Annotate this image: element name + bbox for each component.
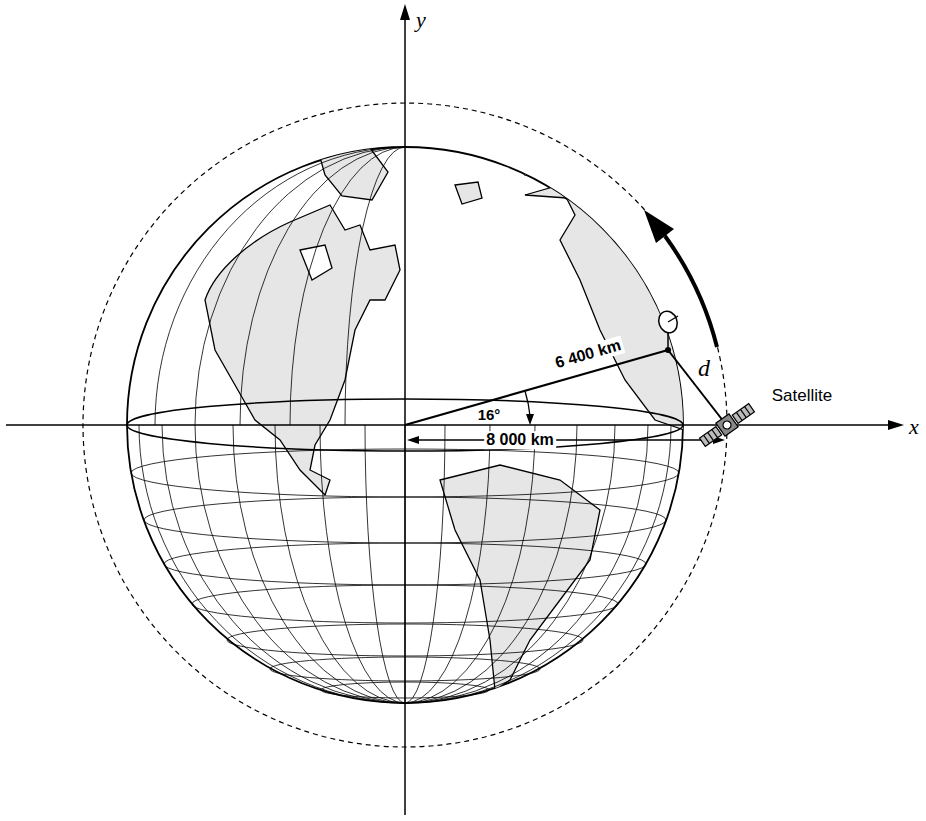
- satellite-label: Satellite: [770, 387, 834, 406]
- dimension-arrow: [407, 436, 419, 444]
- angle-arc: [525, 391, 530, 416]
- distance-dimension: 8 000 km: [484, 431, 556, 449]
- continents: [205, 148, 690, 690]
- north-meridians: [155, 147, 405, 425]
- x-axis: [6, 424, 892, 426]
- axis-label: x: [907, 415, 921, 439]
- axis-label: y: [414, 8, 428, 32]
- orbit-arrowhead: [644, 210, 674, 243]
- dimension-line: [412, 439, 720, 440]
- orbit-direction-arrow: [665, 236, 717, 347]
- angle-arrow: [526, 414, 534, 425]
- radius-line: [405, 350, 668, 425]
- dish-antenna: [656, 309, 680, 347]
- y-axis: [404, 16, 406, 815]
- distance-symbol: d: [696, 355, 712, 381]
- angle-label: 16°: [476, 407, 503, 424]
- x-axis-arrow: [888, 420, 904, 430]
- distance-line: [668, 350, 724, 422]
- y-axis-arrow: [400, 4, 410, 20]
- satellite-icon: [698, 401, 756, 449]
